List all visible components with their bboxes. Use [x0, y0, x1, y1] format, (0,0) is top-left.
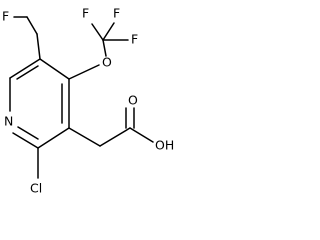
- atom-f-fluoromethyl: F: [2, 9, 9, 24]
- bond-ch2-c5: [36, 33, 41, 60]
- bond-cf3-f-right: [102, 22, 115, 41]
- atom-f-cf3-top-left: F: [82, 6, 89, 21]
- atom-oh: OH: [155, 138, 174, 153]
- atom-labels: F F F F O N Cl O OH: [2, 6, 174, 196]
- atom-o-carbonyl: O: [128, 93, 138, 108]
- bond-n-c2: [12, 132, 39, 149]
- bond-cf3-f-left: [91, 23, 104, 41]
- atom-f-cf3-top-right: F: [113, 6, 120, 21]
- bond-ch2-ch2: [26, 16, 38, 35]
- atom-cl: Cl: [30, 181, 42, 196]
- bond-c4-c5: [39, 58, 70, 80]
- bond-o-cf3: [102, 39, 107, 57]
- molecule-drawing: F F F F O N Cl O OH: [2, 6, 174, 196]
- atom-n-ring: N: [4, 114, 13, 129]
- structure-canvas: F F F F O N Cl O OH: [2, 5, 175, 196]
- bond-c-oh: [129, 127, 154, 143]
- bond-c5-c6: [9, 58, 41, 79]
- atom-o-ether: O: [102, 55, 112, 70]
- bond-c3-ch2: [68, 127, 101, 147]
- atom-f-cf3-right: F: [131, 32, 138, 47]
- bond-c5-c6-inner: [16, 65, 39, 80]
- bond-ch2-cooh: [99, 127, 131, 147]
- bond-c2-c3: [37, 127, 70, 149]
- bond-n-c2-inner: [17, 126, 39, 140]
- bonds: [9, 16, 154, 179]
- bond-c4-o: [68, 64, 100, 80]
